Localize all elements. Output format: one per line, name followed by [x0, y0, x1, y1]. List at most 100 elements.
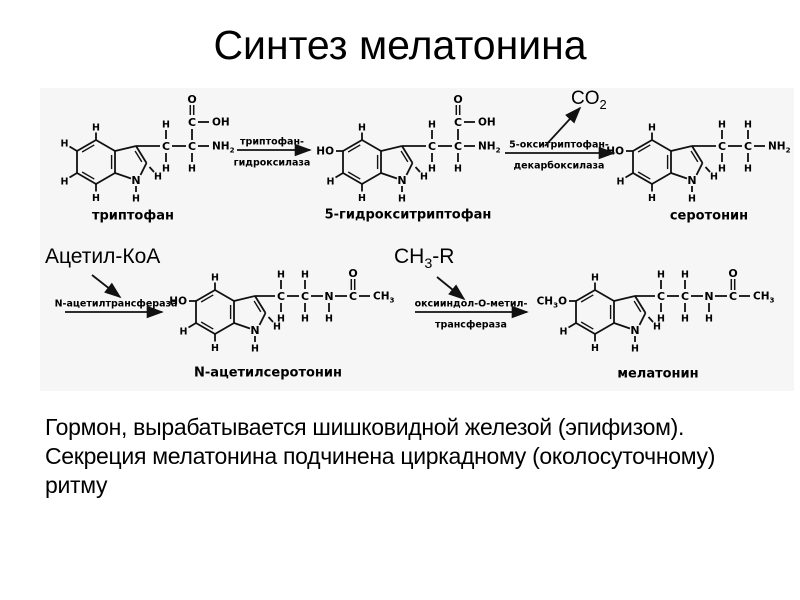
bond [69, 172, 78, 179]
atom-label: C [428, 140, 436, 153]
bond [258, 312, 267, 326]
atom-label: H [681, 269, 689, 280]
atom-label: O [348, 267, 357, 280]
atom-label: HO [316, 146, 334, 158]
enzyme-label: 5-окситриптофан- [509, 139, 609, 150]
atom-label: H [617, 176, 625, 187]
atom-label: H [648, 193, 656, 204]
atom-label: N [250, 324, 259, 337]
bond [342, 139, 363, 152]
enzyme-label: оксииндол-О-метил- [415, 298, 528, 309]
atom-label: H [162, 163, 170, 174]
atom-label: NH2 [212, 141, 235, 155]
atom-label: N [324, 290, 333, 303]
atom-label: N [630, 324, 639, 337]
atom-label: O [187, 93, 196, 106]
acetyl-coa-text: Ацетил-КоА [45, 245, 161, 268]
atom-label: H [681, 313, 689, 324]
bond [575, 322, 596, 335]
atom-label: H [154, 171, 162, 182]
atom-label: C [454, 140, 462, 153]
bond [568, 322, 577, 329]
bond [139, 162, 148, 176]
bond [114, 172, 132, 180]
bond [81, 171, 95, 180]
atom-label: H [61, 176, 69, 187]
bond [148, 166, 155, 173]
atom-label: H [211, 343, 219, 354]
bond [405, 162, 414, 176]
molecule-name: 5-гидрокситриптофан [325, 208, 492, 223]
bond [400, 150, 409, 163]
atom-label: H [591, 272, 599, 283]
bond [632, 172, 653, 185]
atom-label: H [657, 313, 665, 324]
atom-label: H [180, 326, 188, 337]
bond [670, 172, 688, 180]
atom-label: O [728, 267, 737, 280]
atom-label: H [301, 313, 309, 324]
bond [651, 172, 672, 185]
atom-label: H [325, 313, 333, 324]
enzyme-label: триптофан- [240, 136, 304, 147]
bond [670, 145, 693, 152]
co2-sub: 2 [599, 96, 607, 112]
atom-label: H [657, 269, 665, 280]
atom-label: CH3 [753, 291, 775, 305]
bond [632, 139, 653, 152]
bond [188, 322, 197, 329]
bond [335, 172, 344, 179]
bond [580, 294, 594, 303]
bond [69, 145, 78, 152]
atom-label: C [188, 116, 196, 129]
atom-label: H [327, 176, 335, 187]
atom-label: N [687, 174, 696, 187]
atom-label: C [454, 116, 462, 129]
atom-label: OH [478, 117, 496, 129]
bond [594, 289, 615, 302]
atom-label: H [398, 193, 406, 204]
reaction-arrow [91, 274, 122, 299]
atom-label: H [358, 193, 366, 204]
atom-label: NH2 [478, 141, 501, 155]
atom-label: H [710, 171, 718, 182]
caption-line: ритму [45, 472, 108, 498]
bond [633, 300, 642, 313]
bond [233, 295, 256, 302]
bond [690, 150, 699, 163]
bond [634, 295, 647, 314]
atom-label: H [188, 163, 196, 174]
ch3-r-sub: 3 [424, 256, 433, 273]
bond [81, 144, 95, 153]
bond [195, 289, 216, 302]
atom-label: H [454, 163, 462, 174]
atom-label: O [453, 93, 462, 106]
reaction-arrow [544, 106, 582, 147]
atom-label: H [211, 272, 219, 283]
atom-label: C [162, 140, 170, 153]
atom-label: H [92, 193, 100, 204]
atom-label: OH [212, 117, 230, 129]
atom-label: H [428, 163, 436, 174]
atom-label: H [653, 321, 661, 332]
bond [214, 322, 235, 335]
ch3-r-post: -R [432, 245, 455, 268]
bond [704, 166, 711, 173]
atom-label: N [397, 174, 406, 187]
atom-label: NH2 [768, 141, 791, 155]
atom-label: H [277, 313, 285, 324]
bond [267, 316, 274, 323]
atom-label: H [273, 321, 281, 332]
acetyl-coa-label: Ацетил-КоА [45, 245, 160, 269]
atom-label: H [688, 193, 696, 204]
caption-line: Секреция мелатонина подчинена циркадному… [45, 443, 716, 469]
atom-label: H [718, 119, 726, 130]
bond [380, 145, 403, 152]
reaction-arrow [436, 276, 466, 301]
atom-label: CH3O [537, 296, 567, 310]
atom-label: H [92, 122, 100, 133]
bond [414, 166, 421, 173]
bond [361, 172, 382, 185]
